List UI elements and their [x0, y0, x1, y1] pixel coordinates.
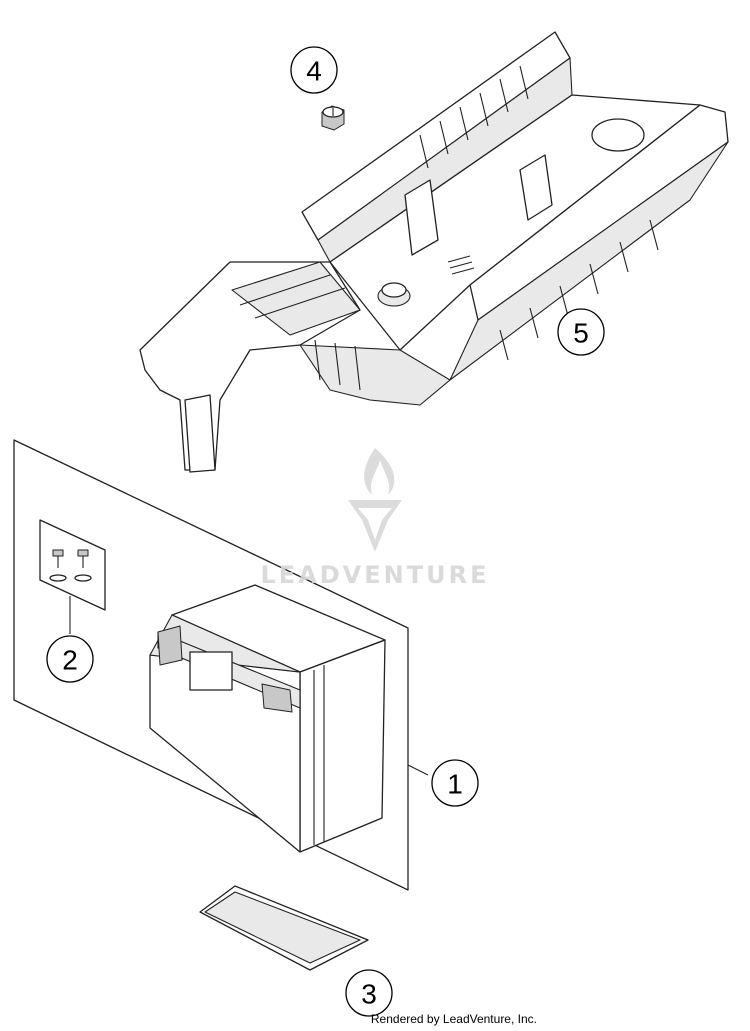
watermark: LEADVENTURE: [261, 448, 490, 589]
svg-text:5: 5: [573, 318, 589, 349]
svg-text:4: 4: [306, 56, 322, 87]
svg-text:1: 1: [447, 769, 463, 800]
svg-text:3: 3: [361, 979, 377, 1010]
svg-text:2: 2: [62, 645, 78, 676]
bolt-icon: [49, 549, 92, 582]
callout-2[interactable]: 2: [46, 635, 94, 683]
part-battery-holder[interactable]: [139, 31, 729, 473]
callout-3[interactable]: 3: [345, 969, 393, 1017]
callout-4[interactable]: 4: [290, 46, 338, 94]
battery[interactable]: [149, 584, 386, 853]
part-label-sheet[interactable]: [199, 885, 369, 971]
callout-5[interactable]: 5: [557, 308, 605, 356]
callout-1[interactable]: 1: [431, 759, 479, 807]
svg-text:LEADVENTURE: LEADVENTURE: [261, 561, 490, 589]
flame-logo-icon: [348, 448, 402, 552]
footer-credit: Rendered by LeadVenture, Inc.: [371, 1012, 537, 1026]
part-bolt-kit[interactable]: [39, 519, 106, 634]
part-screw[interactable]: [321, 105, 345, 131]
